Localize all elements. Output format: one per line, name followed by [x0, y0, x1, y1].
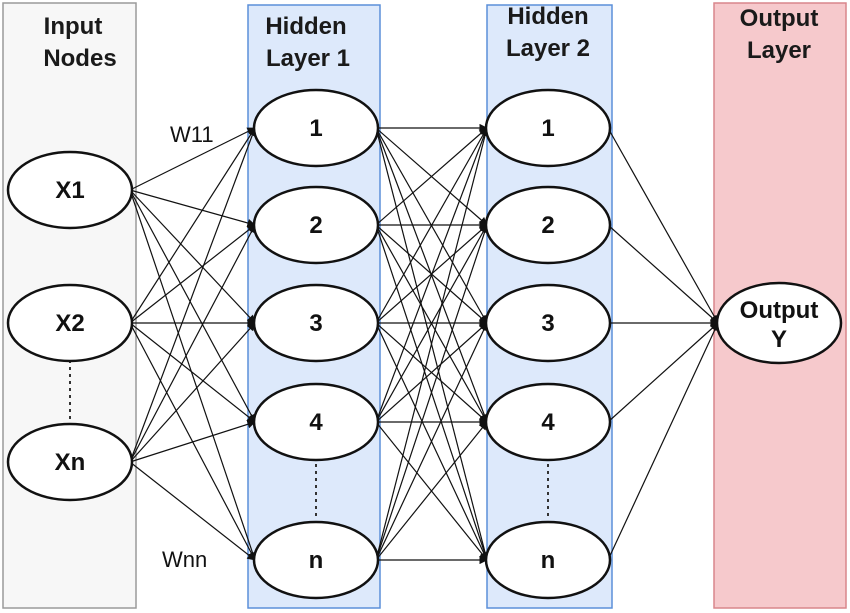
input-node-x1-label: X1: [55, 177, 84, 204]
hidden-layer-1-title-line2: Layer 1: [266, 45, 350, 72]
hidden1-node-1-label: 1: [309, 115, 322, 142]
hidden1-node-1: [252, 88, 380, 168]
hidden1-node-3: [252, 283, 380, 363]
input-node-x1: [6, 150, 134, 230]
hidden2-node-2-label: 2: [541, 212, 554, 239]
hidden2-node-1-label: 1: [541, 115, 554, 142]
edge-hidden2-1-to-output-1: [607, 127, 719, 324]
edge-input-3-to-hidden1-3: [129, 322, 256, 463]
edge-hidden1-3-to-hidden2-1: [375, 127, 488, 324]
hidden2-node-1: [484, 88, 612, 168]
edge-input-1-to-hidden1-4: [129, 189, 256, 423]
edge-input-2-to-hidden1-4: [129, 322, 256, 423]
edge-input-3-to-hidden1-2: [129, 224, 256, 463]
edge-hidden1-4-to-hidden2-1: [375, 127, 489, 423]
hidden2-node-3: [484, 283, 612, 363]
edge-input-3-to-hidden1-1: [129, 127, 257, 463]
edge-hidden1-5-to-hidden2-2: [375, 224, 489, 561]
input-node-x2-label: X2: [55, 310, 84, 337]
hidden1-node-2: [252, 185, 380, 265]
edge-hidden2-5-to-output-1: [607, 322, 719, 561]
connections: [129, 123, 719, 565]
output-node: [715, 281, 843, 365]
edge-input-3-to-hidden1-5: [129, 461, 256, 561]
hidden1-node-4-label: 4: [309, 409, 323, 436]
hidden1-node-n: [252, 520, 380, 600]
edge-hidden1-5-to-hidden2-1: [375, 127, 490, 561]
output-node-label-line2: Y: [771, 326, 787, 353]
output-panel-title-line1: Output: [740, 5, 819, 32]
edge-input-3-to-hidden1-4: [129, 420, 256, 463]
hidden-layer-2-title-line1: Hidden: [507, 3, 588, 30]
output-panel-title-line2: Layer: [747, 37, 811, 64]
hidden1-node-2-label: 2: [309, 212, 322, 239]
input-panel-title-line1: Input: [44, 13, 103, 40]
edge-hidden1-4-to-hidden2-2: [375, 224, 488, 423]
hidden-layer-1-title-line1: Hidden: [265, 13, 346, 40]
edge-input-1-to-hidden1-2: [129, 189, 256, 228]
edge-hidden1-5-to-hidden2-4: [375, 421, 488, 561]
input-panel-title-line2: Nodes: [43, 45, 116, 72]
hidden2-node-3-label: 3: [541, 310, 554, 337]
hidden2-node-n-label: n: [541, 547, 556, 574]
edge-hidden2-4-to-output-1: [607, 322, 719, 423]
input-node-x2: [6, 283, 134, 363]
edge-input-2-to-hidden1-1: [129, 127, 256, 324]
hidden1-node-3-label: 3: [309, 310, 322, 337]
hidden2-node-4-label: 4: [541, 409, 555, 436]
edge-hidden1-4-to-hidden2-3: [375, 322, 488, 423]
weight-label-last: Wnn: [162, 547, 207, 572]
hidden2-node-2: [484, 185, 612, 265]
hidden2-node-4: [484, 382, 612, 462]
hidden-layer-2-title-line2: Layer 2: [506, 35, 590, 62]
edge-hidden2-2-to-output-1: [607, 224, 719, 324]
edge-input-1-to-hidden1-3: [129, 189, 256, 324]
edge-hidden1-5-to-hidden2-3: [375, 322, 488, 561]
edge-hidden1-2-to-hidden2-1: [375, 127, 488, 226]
hidden1-node-n-label: n: [309, 547, 324, 574]
input-node-xn-label: Xn: [55, 449, 86, 476]
edge-input-1-to-hidden1-5: [129, 189, 257, 561]
hidden2-node-n: [484, 520, 612, 600]
edge-input-1-to-hidden1-1: [129, 127, 256, 191]
output-node-label-line1: Output: [740, 297, 819, 324]
input-node-xn: [6, 422, 134, 502]
weight-label-first: W11: [170, 122, 214, 147]
edge-input-2-to-hidden1-2: [129, 224, 256, 324]
hidden1-node-4: [252, 382, 380, 462]
